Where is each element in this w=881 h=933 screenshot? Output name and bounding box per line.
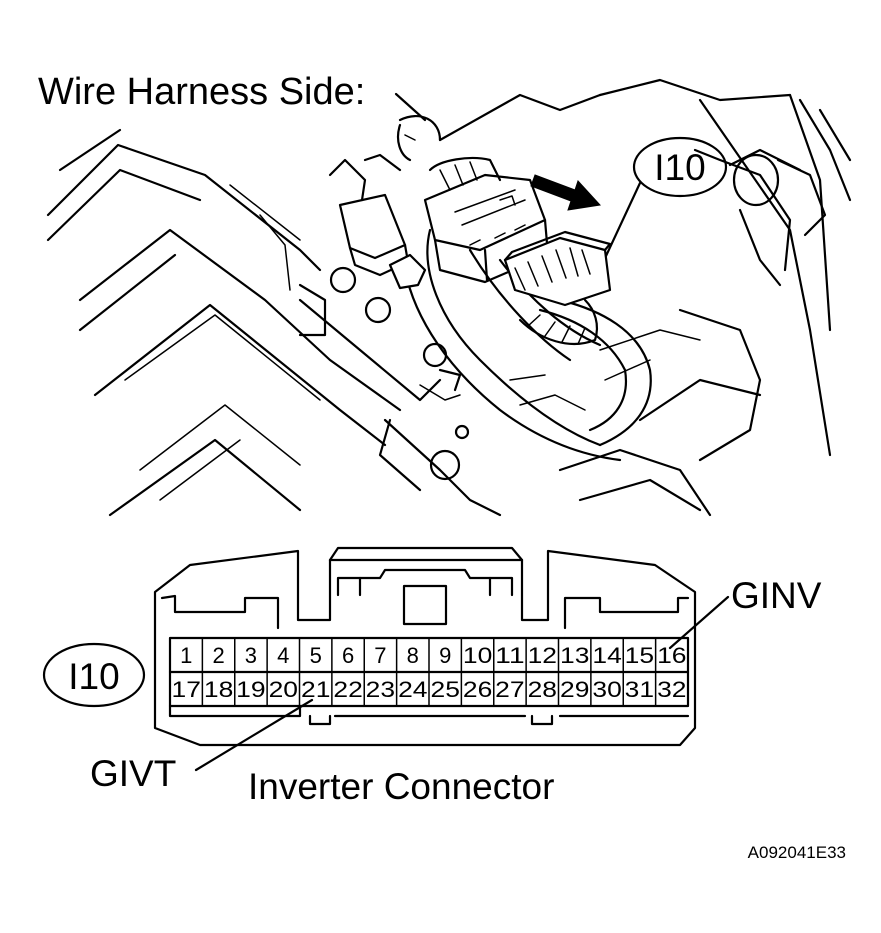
engine-bay-illustration <box>46 78 852 517</box>
pin-22: 22 <box>333 677 362 702</box>
pin-31: 31 <box>625 677 654 702</box>
pin-14: 14 <box>592 643 621 668</box>
pin-9: 9 <box>439 643 451 668</box>
pin-3: 3 <box>245 643 257 668</box>
wire-harness-title: Wire Harness Side: <box>38 71 365 113</box>
pin-19: 19 <box>236 677 265 702</box>
pin-29: 29 <box>560 677 589 702</box>
ginv-label: GINV <box>731 575 822 616</box>
pin-6: 6 <box>342 643 354 668</box>
pin-10: 10 <box>463 643 492 668</box>
pin-30: 30 <box>592 677 621 702</box>
pin-2: 2 <box>212 643 224 668</box>
pin-4: 4 <box>277 643 289 668</box>
pin-26: 26 <box>463 677 492 702</box>
pin-21: 21 <box>301 677 330 702</box>
pin-5: 5 <box>310 643 322 668</box>
connector-face <box>153 546 697 747</box>
photo-callout-circle <box>632 136 728 198</box>
pin-25: 25 <box>431 677 460 702</box>
pin-32: 32 <box>657 677 686 702</box>
pin-8: 8 <box>407 643 419 668</box>
pin-27: 27 <box>495 677 524 702</box>
givt-label: GIVT <box>90 753 176 794</box>
connector-code-label: I10 <box>68 656 119 697</box>
pin-23: 23 <box>366 677 395 702</box>
pin-12: 12 <box>528 643 557 668</box>
givt-leader-line <box>194 698 314 772</box>
pin-1: 1 <box>180 643 192 668</box>
photo-callout-leader <box>604 181 642 258</box>
direction-arrow <box>530 174 601 211</box>
figure-id: A092041E33 <box>748 843 846 862</box>
photo-callout-label: I10 <box>654 147 705 188</box>
pin-row-top: 1 2 3 4 5 6 7 8 9 10 11 12 13 14 15 16 <box>180 643 686 668</box>
ginv-leader-line <box>668 595 730 650</box>
pin-18: 18 <box>204 677 233 702</box>
connector-code-circle <box>42 642 146 708</box>
pin-7: 7 <box>374 643 386 668</box>
pin-28: 28 <box>528 677 557 702</box>
pin-13: 13 <box>560 643 589 668</box>
connector-caption: Inverter Connector <box>248 766 554 807</box>
pin-17: 17 <box>172 677 201 702</box>
pin-11: 11 <box>495 643 524 668</box>
pin-20: 20 <box>269 677 298 702</box>
pin-24: 24 <box>398 677 427 702</box>
pin-15: 15 <box>625 643 654 668</box>
pin-row-bottom: 17 18 19 20 21 22 23 24 25 26 27 28 29 3… <box>172 677 687 702</box>
